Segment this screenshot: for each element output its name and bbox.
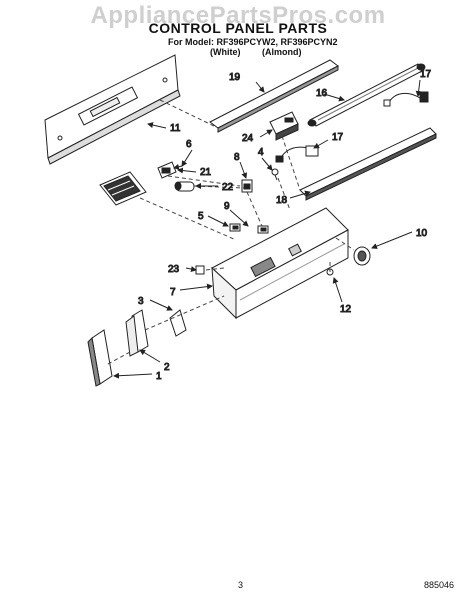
part-clip-9	[257, 225, 269, 234]
callout-21: 21	[200, 167, 212, 178]
callout-2: 2	[164, 362, 170, 373]
part-end-cap	[169, 309, 187, 337]
part-lower-trim	[299, 127, 437, 201]
callout-numbers: 11 19 16 17 24 17 4 6 8 21 22 18 9 5 10 …	[138, 69, 433, 383]
part-wire-harness-middle	[275, 145, 319, 163]
part-clip-5	[229, 223, 241, 232]
part-back-panel	[44, 54, 181, 165]
part-side-bracket	[87, 329, 113, 387]
page-title: CONTROL PANEL PARTS	[148, 20, 328, 36]
part-knob	[353, 246, 371, 266]
part-wire-harness-top	[383, 91, 429, 107]
part-screw-4	[271, 168, 279, 181]
callout-12: 12	[340, 304, 352, 315]
callout-6: 6	[186, 139, 192, 150]
watermark: AppliancePartsPros.com	[90, 2, 386, 29]
page-number: 3	[238, 580, 244, 590]
part-control-panel	[211, 207, 349, 320]
part-capacitor	[174, 181, 195, 192]
part-switch	[157, 161, 177, 179]
part-bracket	[125, 309, 149, 357]
callout-1: 1	[156, 371, 162, 382]
callout-24: 24	[242, 133, 254, 144]
callout-3: 3	[138, 296, 144, 307]
callout-22: 22	[222, 182, 234, 193]
callout-8: 8	[234, 152, 240, 163]
callout-18: 18	[276, 195, 288, 206]
callout-5: 5	[198, 211, 204, 222]
variant-white: (White)	[210, 47, 241, 57]
leader-lines	[113, 79, 422, 379]
part-socket	[241, 179, 253, 193]
callout-23: 23	[168, 264, 180, 275]
callout-9: 9	[224, 201, 230, 212]
callout-17-top: 17	[420, 69, 432, 80]
callout-16: 16	[316, 88, 328, 99]
callout-17-middle: 17	[332, 132, 344, 143]
callout-11: 11	[170, 123, 181, 134]
part-ballast	[269, 111, 299, 141]
callout-4: 4	[258, 147, 264, 158]
part-clip-23	[195, 265, 205, 275]
document-code: 885046	[424, 580, 455, 590]
part-trim-strip	[209, 59, 339, 133]
variant-almond: (Almond)	[262, 47, 302, 57]
model-subtitle: For Model: RF396PCYW2, RF396PCYN2	[168, 37, 338, 47]
part-switch-module	[99, 171, 147, 206]
callout-10: 10	[416, 228, 428, 239]
part-light-tube	[307, 63, 426, 127]
callout-19: 19	[229, 72, 241, 83]
callout-7: 7	[170, 287, 176, 298]
